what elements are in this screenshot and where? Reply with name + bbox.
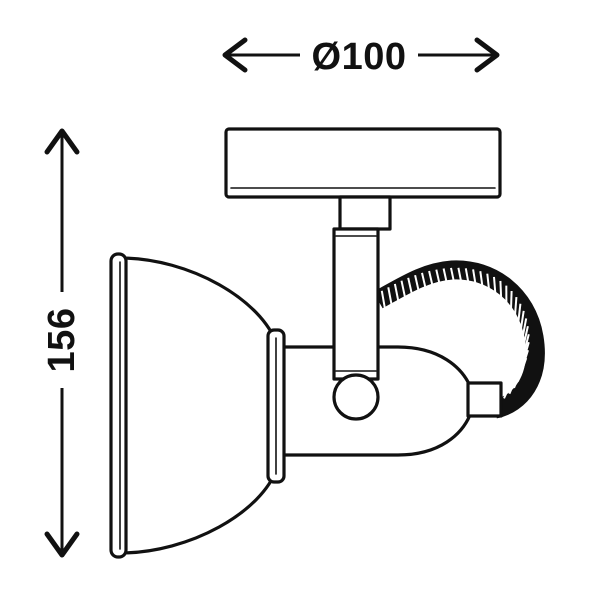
height-dimension-label: 156: [41, 308, 83, 373]
arrow-head-down-icon: [44, 531, 80, 558]
neck-stem-body: [338, 195, 392, 231]
hose-core-path: [373, 260, 545, 419]
arrow-head-up-icon: [44, 128, 80, 155]
hose-rib-group: [380, 267, 530, 405]
horizontal-dimension-group: Ø100: [222, 36, 500, 78]
shade-rear-flange: [266, 328, 286, 484]
width-dimension-label: Ø100: [312, 36, 407, 78]
corrugated-flex-hose: [373, 260, 545, 419]
pivot-joint-knob: [332, 373, 380, 421]
shade-dome-body: [118, 256, 279, 555]
ceiling-plate-body: [224, 127, 502, 199]
pivot-knob-circle: [332, 373, 380, 421]
lamp-shade-dome: [118, 256, 279, 555]
arrow-head-left-icon: [222, 37, 248, 73]
shade-front-rim-body: [109, 252, 128, 559]
cable-gland: [466, 381, 503, 418]
shade-front-rim: [109, 252, 128, 559]
arrow-head-right-icon: [474, 37, 500, 73]
cable-gland-body: [466, 381, 503, 418]
upper-neck-stem: [338, 195, 392, 231]
vertical-dimension-group: 156: [41, 128, 83, 558]
vertical-arm: [332, 227, 380, 381]
vertical-arm-body: [332, 227, 380, 381]
ceiling-mount-plate: [224, 127, 502, 199]
